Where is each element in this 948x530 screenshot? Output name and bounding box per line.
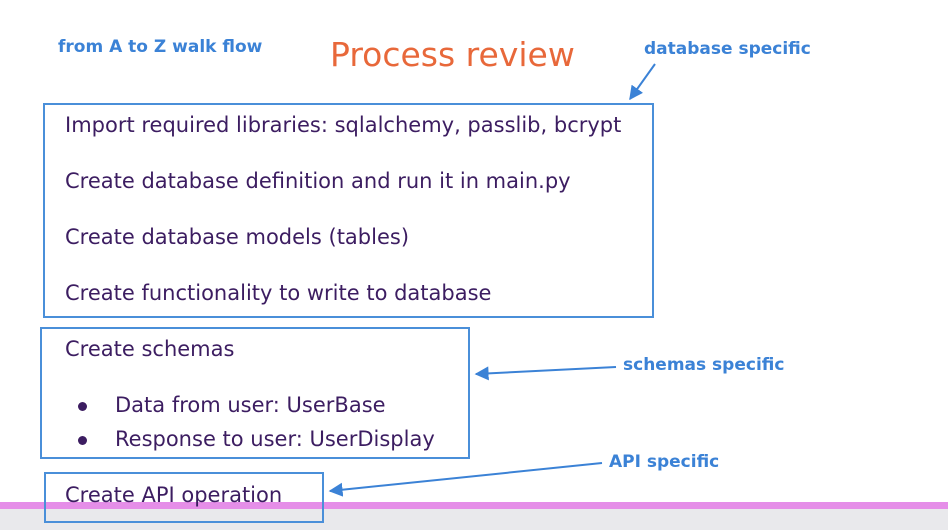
database-arrow xyxy=(629,63,656,101)
database-steps-box xyxy=(43,103,654,318)
step-import-libraries: Import required libraries: sqlalchemy, p… xyxy=(65,113,622,137)
slide-title: Process review xyxy=(330,35,575,74)
step-write-functionality: Create functionality to write to databas… xyxy=(65,281,492,305)
step-database-definition: Create database definition and run it in… xyxy=(65,169,571,193)
bottom-bar xyxy=(0,502,948,530)
schemas-specific-annotation: schemas specific xyxy=(623,355,785,375)
schema-bullet-userdisplay: Response to user: UserDisplay xyxy=(115,427,435,451)
bullet-dot xyxy=(78,436,87,445)
schema-bullet-userbase: Data from user: UserBase xyxy=(115,393,386,417)
step-database-models: Create database models (tables) xyxy=(65,225,410,249)
database-specific-annotation: database specific xyxy=(644,39,811,59)
api-box xyxy=(44,472,324,523)
api-arrow xyxy=(328,462,603,497)
schemas-box xyxy=(40,327,470,459)
step-create-schemas: Create schemas xyxy=(65,337,235,361)
walk-flow-annotation: from A to Z walk flow xyxy=(58,37,263,57)
bullet-dot xyxy=(78,402,87,411)
step-create-api-operation: Create API operation xyxy=(65,483,283,507)
api-specific-annotation: API specific xyxy=(609,452,720,472)
bottom-bar-accent xyxy=(0,502,948,509)
schemas-arrow xyxy=(474,366,617,381)
